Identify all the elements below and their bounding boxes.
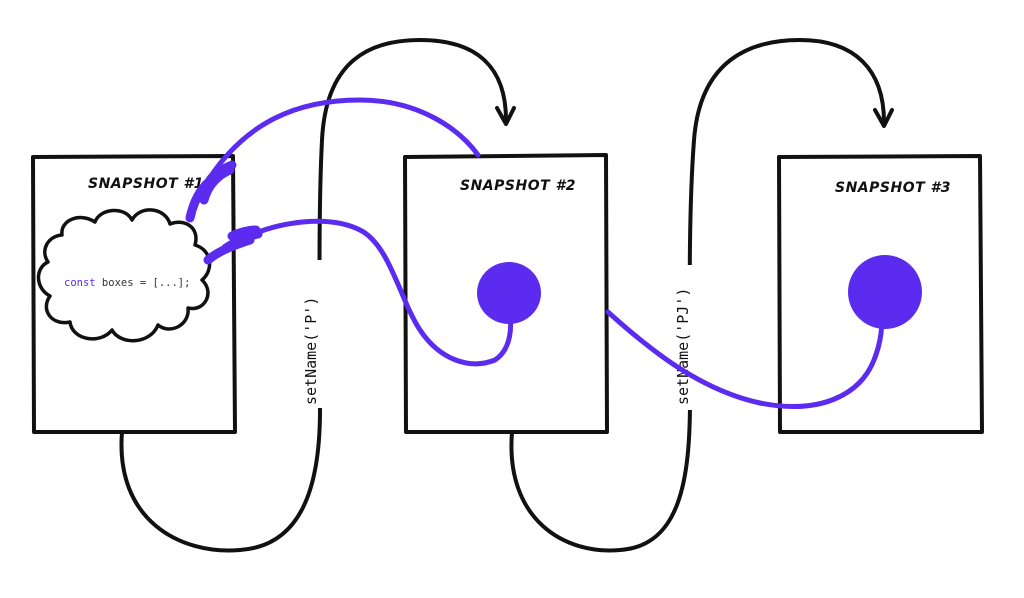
state-circle-2: [477, 262, 541, 324]
arrowhead-to-snapshot-3: [873, 108, 894, 128]
label-1-backdrop: [296, 260, 326, 408]
label-2-backdrop: [668, 265, 698, 410]
reference-1-to-2: [202, 97, 481, 188]
snapshot-3-title: SNAPSHOT #3: [835, 180, 951, 196]
arrowhead-to-snapshot-2: [495, 106, 516, 126]
transition-label-1: setName('P'): [302, 297, 320, 405]
reference-2-brush-c: [227, 225, 261, 241]
transition-label-2: setName('PJ'): [674, 288, 692, 405]
reference-cloud-to-2: [237, 218, 514, 367]
code-statement: boxes = [...];: [96, 277, 191, 289]
code-keyword: const: [64, 277, 96, 289]
state-circle-3: [848, 255, 922, 329]
snapshot-2-title: SNAPSHOT #2: [460, 178, 576, 194]
reference-2-to-3: [605, 309, 885, 409]
code-cloud: const boxes = [...];: [36, 208, 212, 343]
reference-2-brush-b: [221, 229, 263, 253]
reference-1-brush-c: [205, 160, 237, 185]
snapshot-1-title: SNAPSHOT #1: [88, 176, 204, 192]
code-line: const boxes = [...];: [64, 277, 190, 289]
